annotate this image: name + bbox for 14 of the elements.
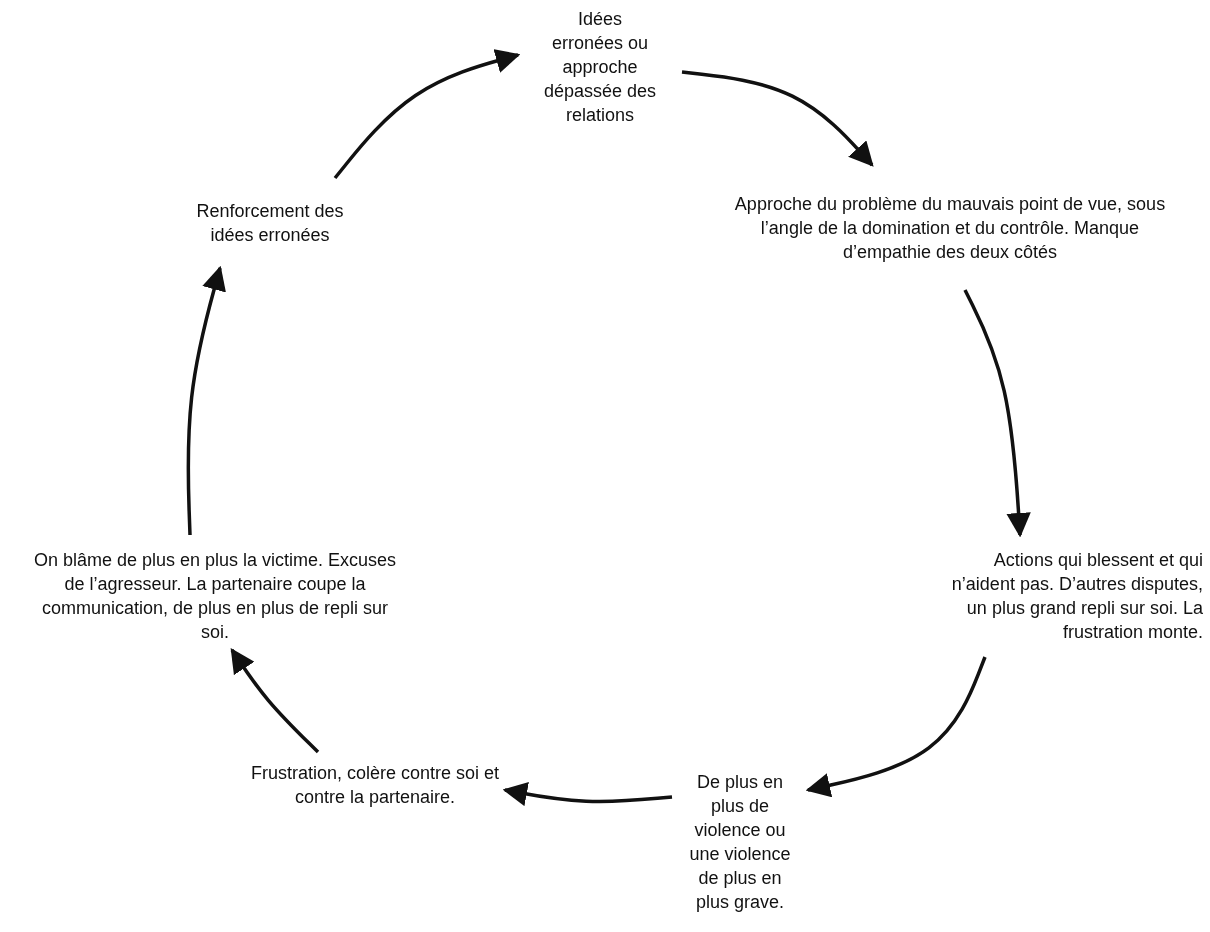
curved-arrow <box>681 70 874 167</box>
curved-arrow <box>805 656 987 798</box>
curved-arrow <box>186 265 226 536</box>
curved-arrow <box>333 49 521 180</box>
curved-arrow <box>963 289 1031 538</box>
step-text: Approche du problème du mauvais point de vue, sous l’angle de la domination et du contrôle. Manque d’empathie des deux côtés <box>733 192 1167 264</box>
step-text: Actions qui blessent et qui n’aident pas. D’autres disputes, un plus grand repli sur soi. La frustration monte. <box>950 549 1203 644</box>
curved-arrow <box>502 782 673 807</box>
step-text: Frustration, colère contre soi et contre la partenaire. <box>249 762 501 809</box>
step-text: On blâme de plus en plus la victime. Excuses de l’agresseur. La partenaire coupe la communication, de plus en plus de repli sur soi. <box>32 549 398 644</box>
step-text: Renforcement des idées erronées <box>195 200 345 247</box>
step-text: Idées erronées ou approche dépassée des relations <box>542 8 658 127</box>
step-text: De plus en plus de violence ou une violence de plus en plus grave. <box>688 771 792 914</box>
curved-arrow <box>230 647 320 754</box>
